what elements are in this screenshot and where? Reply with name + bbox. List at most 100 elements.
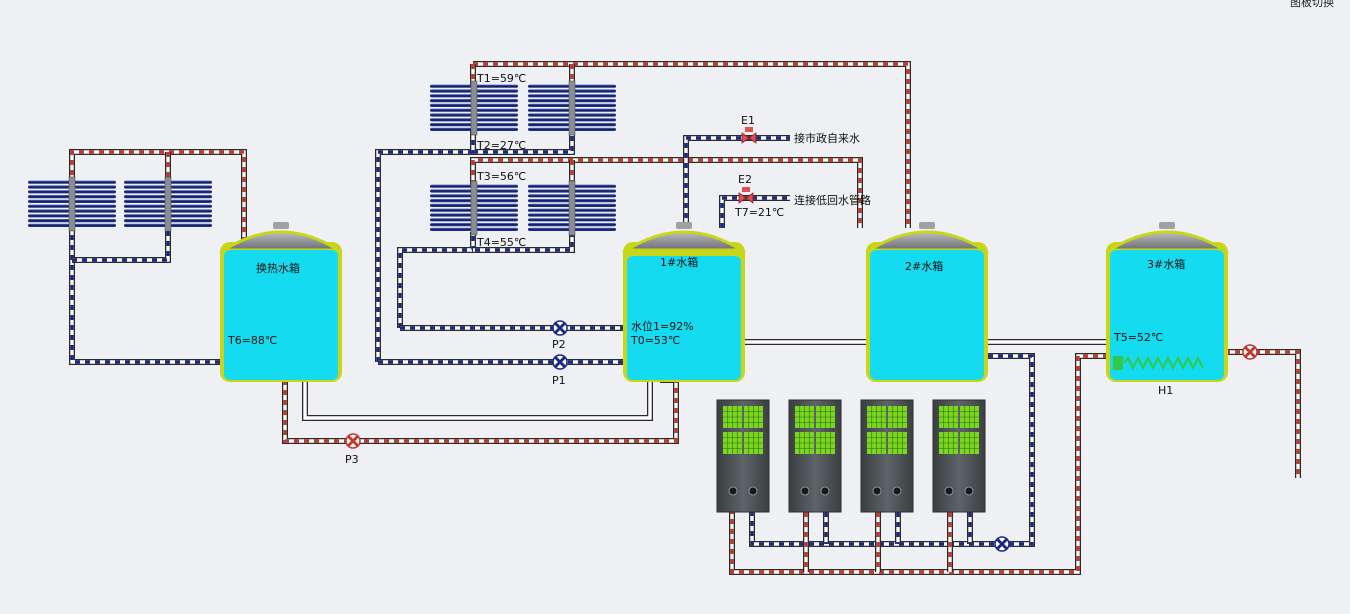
heat-pump-3 [860,399,914,513]
solar-panel [430,180,518,236]
pump-p3 [345,433,361,449]
pump-blades [346,434,360,448]
heat-pump-port [800,486,810,496]
heater-zigzag [1123,355,1204,371]
pump-blades [1243,345,1257,359]
tank2-name: 2#水箱 [905,259,943,273]
labels: 换热水箱 T6=88℃ 1#水箱 水位1=92% T0=53℃ 2#水箱 3#水… [227,72,1185,466]
heat-pump-port [748,486,758,496]
valve-body [738,192,754,204]
hot-pipe [473,62,910,228]
collector-header [68,176,76,232]
collector-header [470,180,478,236]
tank-lid [1104,230,1230,252]
solar-panel [528,80,616,136]
solar-panel [28,176,116,232]
tank-1 [621,222,747,382]
cold-pipe [750,354,1034,546]
heat-pump-port [892,486,902,496]
cold-pipe [720,196,790,228]
tank-cap [1159,222,1175,229]
pipe-inner [730,354,1108,574]
pump-blades [553,355,567,369]
pipe-inner [303,380,652,420]
tank-water [870,250,984,380]
collector-header [470,80,478,136]
sensor-t2: T2=27℃ [476,139,526,152]
pump-blades [995,537,1009,551]
collector-header [568,180,576,236]
valve-e1-desc: 接市政自来水 [794,131,860,145]
collector-header [164,176,172,232]
pump-blades [553,321,567,335]
pump-p2 [552,320,568,336]
hot-pipe [471,158,862,228]
pipe-outline [1225,349,1301,478]
cold-pipe [473,130,574,154]
heat-pump-port [820,486,830,496]
heat-pump-port [872,486,882,496]
heat-tank-name: 换热水箱 [256,261,300,275]
tank3-temp: T5=52℃ [1113,331,1163,344]
valve-body [741,132,757,144]
valve-actuator [742,187,750,192]
cold-pipe [684,136,790,228]
tank-cap [273,222,289,229]
hot-pipe [730,354,1108,574]
heat-pump-port [944,486,954,496]
solar-panel [528,180,616,236]
tank-lid [621,230,747,252]
cold-pipe [72,215,170,262]
heat-pump-4 [932,399,986,513]
heat-pump-2 [788,399,842,513]
tank-cap [919,222,935,229]
pump-p1 [552,354,568,370]
cold-pipe [376,150,473,362]
pipe-inner [70,215,222,364]
heater-head [1113,356,1123,370]
valve-e1 [741,127,757,144]
hot-pipe [70,150,246,248]
tank1-name: 1#水箱 [660,255,698,269]
valve-e2 [738,187,754,204]
tank-water [627,256,741,380]
heat-tank-temp: T6=88℃ [227,334,277,347]
hot-pipe [283,378,678,443]
pump-p1-label: P1 [552,374,566,387]
pump-p2-label: P2 [552,338,566,351]
tank-lid [864,230,990,252]
valve-actuator [745,127,753,132]
pipe-outline [282,377,679,444]
pump-p3-label: P3 [345,453,359,466]
cold-pipe [473,232,574,252]
valve-outlet [1242,344,1258,360]
solar-panel [430,80,518,136]
pumps-valves [345,127,1258,552]
valve-e2-desc: 连接低回水管路 [794,193,871,207]
valve-e2-label: E2 [738,173,752,186]
hot-pipe [1225,350,1300,478]
pipe-outline [729,353,1108,575]
pipe-outline [397,232,476,328]
tank-2 [864,222,990,382]
valve-e1-label: E1 [741,114,755,127]
heater-label: H1 [1158,384,1173,397]
sensor-t3: T3=56℃ [476,170,526,183]
tanks [218,222,1230,382]
tank-water [224,250,338,380]
tank-cap [676,222,692,229]
pump-circulation [994,536,1010,552]
tank1-temp: T0=53℃ [630,334,680,347]
sensor-t7: T7=21℃ [734,206,784,219]
pipe-outline [69,215,222,365]
tank-lid [218,230,344,252]
solar-panel [124,176,212,232]
cold-pipe [70,215,222,364]
corner-label: 图板切换 [1290,0,1334,9]
heat-pumps [716,399,986,513]
pipe-inner [398,232,475,328]
tank1-level: 水位1=92% [631,319,694,333]
collector-header [568,80,576,136]
tank3-name: 3#水箱 [1147,257,1185,271]
